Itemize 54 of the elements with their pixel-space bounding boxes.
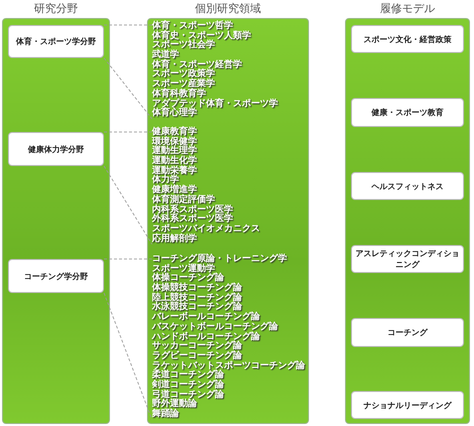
research-area-item: 環境保健学: [152, 138, 198, 147]
research-area-item: 運動生理学: [152, 147, 198, 156]
research-area-item: 水泳競技コーチング論: [152, 303, 242, 312]
research-area-item: 体育・スポーツ経営学: [152, 60, 243, 70]
research-area-item: ハンドボールコーチング論: [152, 332, 261, 342]
research-area-item: 健康増進学: [152, 186, 197, 196]
column-heading: 研究分野: [33, 1, 79, 16]
research-area-item: 野外運動論: [152, 400, 198, 410]
research-area-item: コーチング原論・トレーニング学: [152, 255, 288, 264]
dashed-connector: [104, 58, 152, 120]
model-box: アスレティックコンディショニング: [351, 245, 464, 273]
research-area-item: 陸上競技コーチング論: [152, 294, 243, 303]
model-box: 健康・スポーツ教育: [351, 98, 464, 127]
research-area-item: 体育・スポーツ哲学: [152, 22, 233, 31]
research-area-item: スポーツ社会学: [152, 41, 215, 50]
research-area-item: 体育科教育学: [152, 90, 206, 99]
research-area-item: 武道学: [152, 51, 180, 60]
research-area-item: ラグビーコーチング論: [152, 352, 243, 361]
research-area-item: 体力学: [152, 176, 179, 186]
field-box: コーチング学分野: [8, 259, 104, 293]
research-area-item: 体育心理学: [152, 109, 198, 119]
dashed-connector: [104, 292, 152, 420]
model-box: コーチング: [351, 318, 464, 347]
research-area-item: スポーツ産業学: [152, 80, 216, 90]
research-area-item: スポーツバイオメカニクス: [152, 224, 261, 234]
research-area-item: 健康教育学: [152, 128, 198, 137]
research-area-item: 運動生化学: [152, 157, 198, 166]
model-box: ヘルスフィットネス: [351, 172, 464, 200]
column-heading: 個別研究領域: [194, 1, 262, 16]
research-area-item: ラケットバットスポーツコーチング論: [152, 362, 306, 371]
research-area-item: アダプテッド体育・スポーツ学: [152, 100, 279, 108]
research-area-item: バレーボールコーチング論: [152, 313, 260, 322]
research-area-item: バスケットボールコーチング論: [152, 322, 279, 332]
dashed-connector: [104, 24, 152, 26]
column-heading: 履修モデル: [379, 1, 436, 16]
field-box: 健康体力学分野: [8, 132, 104, 166]
research-area-item: スポーツ政策学: [152, 70, 216, 80]
dashed-connector: [104, 166, 152, 245]
research-area-item: 弓道コーチング論: [152, 390, 225, 400]
research-area-item: 応用解剖学: [152, 234, 198, 244]
research-area-item: 体育測定評価学: [152, 196, 215, 205]
dashed-connector: [104, 258, 152, 260]
research-area-item: 外科系スポーツ医学: [152, 215, 234, 224]
research-area-item: スポーツ運動学: [152, 264, 215, 274]
model-box: スポーツ文化・経営政策: [351, 25, 464, 53]
research-area-item: 内科系スポーツ医学: [152, 206, 234, 214]
research-area-item: サッカーコーチング論: [152, 342, 243, 352]
field-box: 体育・スポーツ学分野: [8, 25, 104, 58]
research-area-item: 体操競技コーチング論: [152, 284, 243, 294]
research-area-item: 体操コーチング論: [152, 274, 224, 284]
model-box: ナショナルリーディング: [351, 391, 464, 419]
research-area-item: 舞踊論: [152, 410, 180, 420]
research-area-item: 柔道コーチング論: [152, 371, 225, 380]
research-area-item: 剣道コーチング論: [152, 380, 225, 390]
